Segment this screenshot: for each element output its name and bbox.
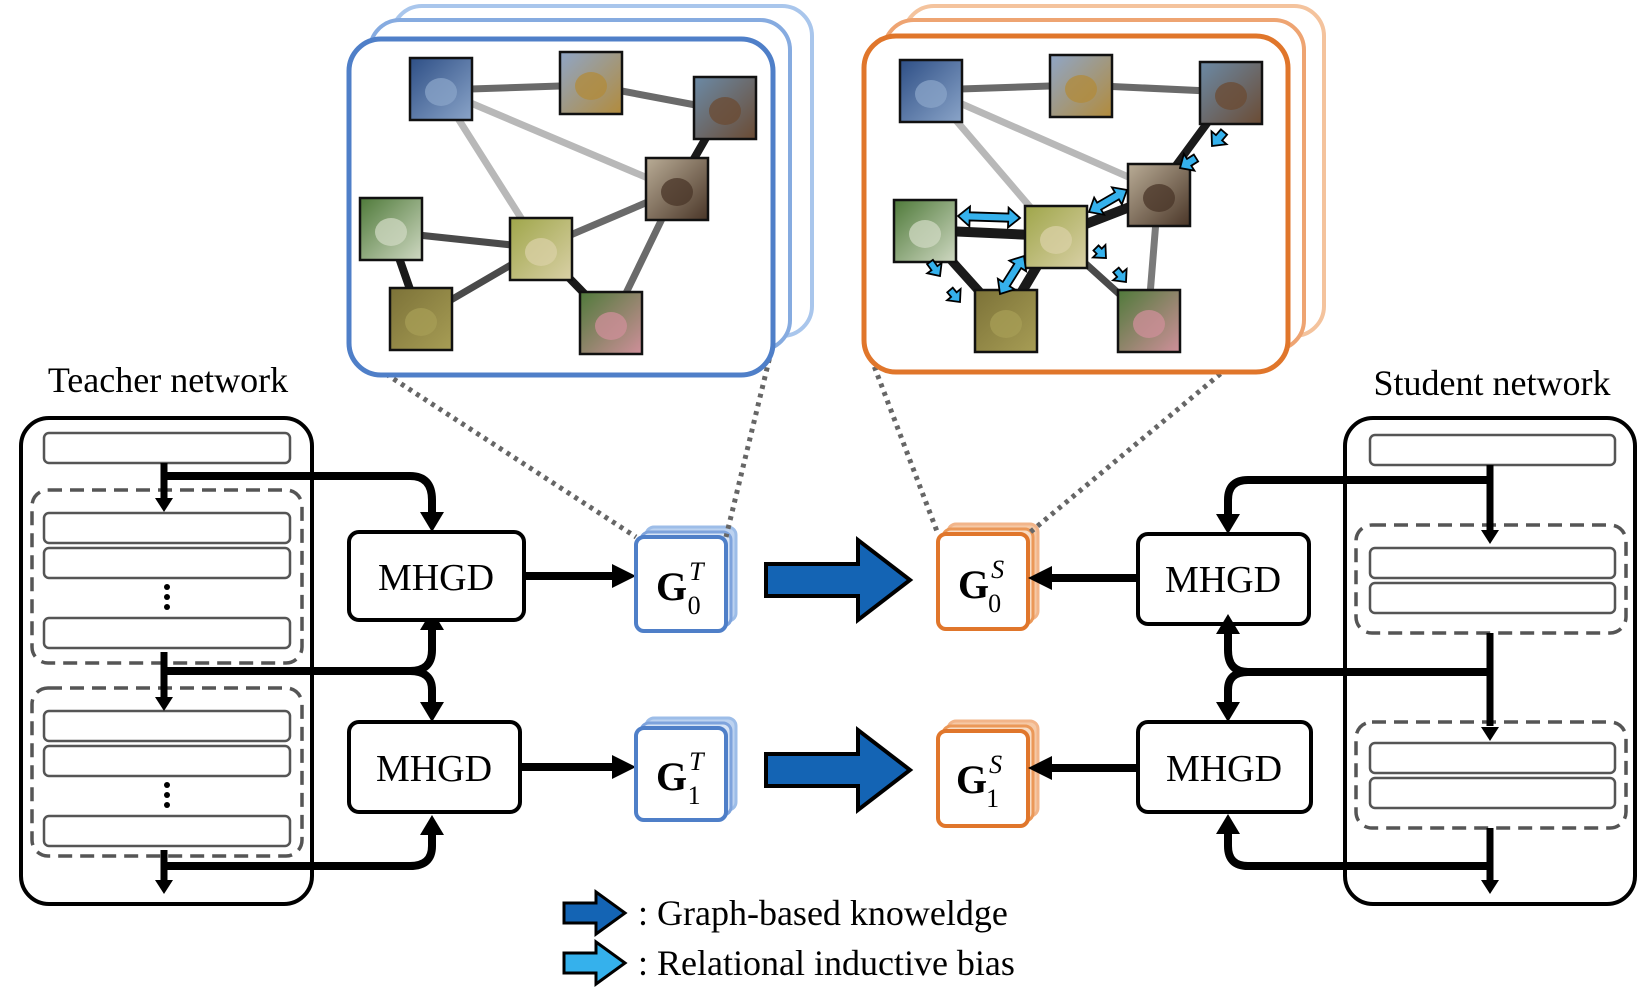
student-tap-lines <box>1224 476 1490 870</box>
bias-arrow <box>1110 266 1128 284</box>
student-layer-input <box>1368 433 1617 467</box>
teacher-graph-1 <box>634 716 738 822</box>
bias-double-arrow <box>996 254 1028 296</box>
teacher-arrowheads <box>155 498 173 894</box>
garlic-thumbnail-detail <box>1133 310 1165 338</box>
bias-double-arrow <box>1087 186 1129 216</box>
tablet-thumbnail-detail <box>709 97 741 125</box>
teacher-layer <box>42 814 292 848</box>
ellipsis-dots <box>164 584 170 610</box>
knowledge-transfer-arrow-1 <box>764 725 914 815</box>
teacher-mhgd-label-1: MHGD <box>376 748 492 790</box>
bias-arrow <box>1090 242 1107 259</box>
garlic-thumbnail-detail <box>595 312 627 340</box>
spider-thumbnail-detail <box>1065 75 1097 103</box>
tablet-thumbnail-detail <box>1215 82 1247 110</box>
student-mhgd-label-0: MHGD <box>1165 559 1281 601</box>
bias-double-arrow <box>956 204 1022 230</box>
teacher-graph-0 <box>634 525 738 633</box>
student-mhgd-to-graph-arrows <box>1028 566 1138 780</box>
student-layer <box>1368 776 1617 810</box>
student-tap-arrowheads <box>1216 514 1240 834</box>
student-graph-1 <box>936 719 1040 828</box>
teacher-layer <box>42 744 292 778</box>
relational-bias-arrows <box>925 128 1229 304</box>
teacher-tap-arrowheads <box>420 512 444 835</box>
teacher-network-title: Teacher network <box>48 360 288 400</box>
bias-arrow <box>1210 128 1229 148</box>
teacher-network-frame <box>19 416 314 906</box>
spider-thumbnail-detail <box>575 72 607 100</box>
student-layer <box>1368 581 1617 615</box>
legend: : Graph-based knoweldge : Relational ind… <box>562 889 1015 987</box>
student-network-title: Student network <box>1374 363 1611 403</box>
teacher-mhgd-label-0: MHGD <box>378 557 494 599</box>
ellipsis-dots <box>164 782 170 808</box>
grass-thumbnail-detail <box>990 310 1022 338</box>
legend-knowledge-arrow-icon <box>562 889 628 937</box>
student-network-frame <box>1343 416 1637 906</box>
teacher-layer <box>42 616 292 650</box>
mhgd-to-graph-arrows <box>520 564 636 779</box>
pears-thumbnail-detail <box>1040 226 1072 254</box>
book-cover-thumbnail-detail <box>425 78 457 106</box>
teacher-layer <box>42 546 292 580</box>
book-cover-thumbnail-detail <box>915 80 947 108</box>
pears-thumbnail-detail <box>525 238 557 266</box>
rock-thumbnail-detail <box>1143 184 1175 212</box>
teacher-layer <box>42 709 292 743</box>
legend-knowledge-label: : Graph-based knoweldge <box>638 893 1008 933</box>
knowledge-transfer-arrow-0 <box>764 535 914 625</box>
legend-bias-arrow-icon <box>562 939 628 987</box>
teacher-layer <box>42 511 292 545</box>
tree-thumbnail <box>358 196 424 262</box>
tree-thumbnail-detail <box>909 220 941 248</box>
bias-arrow <box>1178 151 1200 172</box>
student-mhgd-module-1 <box>1136 720 1313 814</box>
teacher-tap-lines <box>164 472 436 870</box>
grass-thumbnail-detail <box>405 308 437 336</box>
teacher-layer-input <box>42 431 292 465</box>
student-arrowheads <box>1481 530 1499 894</box>
tree-thumbnail-detail <box>375 218 407 246</box>
bias-arrow <box>925 258 943 278</box>
image-thumbnails <box>358 50 1264 356</box>
bias-arrow <box>944 286 962 304</box>
student-graph-0 <box>936 522 1040 631</box>
legend-bias-label: : Relational inductive bias <box>638 943 1015 983</box>
student-layer <box>1368 546 1617 580</box>
rock-thumbnail-detail <box>661 178 693 206</box>
student-mhgd-label-1: MHGD <box>1166 748 1282 790</box>
student-layer <box>1368 741 1617 775</box>
